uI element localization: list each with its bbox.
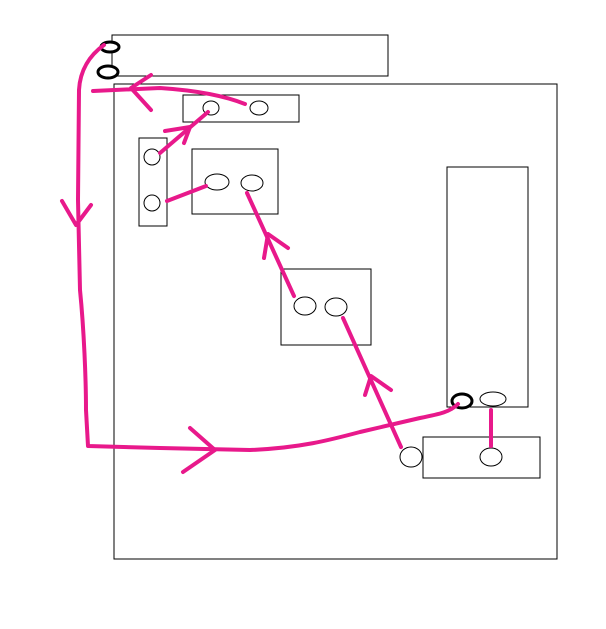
top-header-box bbox=[111, 34, 389, 77]
cable-port-left-top-to-strip bbox=[158, 110, 210, 155]
port-oval-rack bbox=[479, 391, 507, 407]
arrow-head-down-left bbox=[60, 199, 93, 227]
arrow-head-up-strip bbox=[163, 125, 192, 145]
port-oval-left-top bbox=[143, 148, 161, 166]
port-oval-middle-right bbox=[324, 297, 348, 317]
cable-port-left-bottom-to-upper bbox=[165, 184, 208, 203]
port-oval-upper-right bbox=[240, 174, 264, 192]
cable-header-to-strip bbox=[91, 86, 247, 106]
cable-middle-to-bottom bbox=[341, 316, 403, 449]
port-oval-header-bottom bbox=[96, 64, 120, 80]
upper-device-box bbox=[191, 148, 279, 215]
tall-rack-box bbox=[446, 166, 529, 408]
port-oval-middle-left bbox=[293, 296, 317, 316]
port-oval-upper-left bbox=[204, 173, 230, 191]
middle-device-box bbox=[280, 268, 372, 346]
arrow-head-up-middle bbox=[262, 232, 290, 260]
port-oval-strip-right bbox=[249, 100, 269, 116]
port-oval-left-bottom bbox=[143, 194, 161, 212]
cable-loop-return bbox=[76, 43, 460, 452]
cable-upper-to-middle bbox=[245, 191, 296, 298]
arrow-head-right-bottom bbox=[181, 426, 217, 474]
port-oval-bottom-outer bbox=[399, 446, 423, 468]
top-strip-box bbox=[182, 94, 300, 123]
arrow-head-up-bottom bbox=[363, 374, 393, 397]
left-port-box bbox=[138, 137, 168, 227]
port-oval-bottom-inner bbox=[479, 447, 503, 467]
main-enclosure bbox=[113, 83, 558, 560]
bottom-device-box bbox=[422, 436, 541, 479]
arrow-head-left-top bbox=[129, 73, 153, 112]
